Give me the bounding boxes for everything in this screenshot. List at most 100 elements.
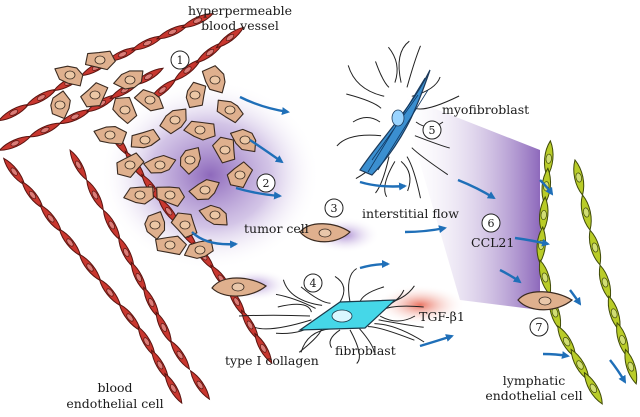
myofibroblast-cell: [336, 40, 460, 199]
tumor-cell: [143, 154, 177, 174]
label-type-i-collagen: type I collagen: [225, 353, 319, 368]
step-circle-6: 6: [481, 213, 501, 233]
flow-arrow: [404, 225, 447, 234]
label-hyperpermeable: hyperpermeable: [188, 3, 292, 18]
tumor-cell: [212, 136, 236, 164]
collagen-fiber: [238, 314, 311, 317]
step-number-2: 2: [263, 177, 270, 190]
collagen-fiber: [275, 293, 316, 309]
myofibroblast-fiber: [352, 117, 381, 123]
tumor-cell: [112, 96, 138, 125]
step-circle-5: 5: [422, 120, 442, 140]
myofibroblast-fiber: [406, 45, 421, 88]
tumor-cell: [179, 147, 201, 175]
collagen-fiber: [359, 328, 375, 353]
lymphatic-endothelial-cell: [624, 348, 638, 385]
myofibroblast-fiber: [406, 156, 421, 199]
blood-endothelial-cell: [78, 253, 102, 282]
blood-endothelial-cell: [0, 135, 32, 151]
tumor-mass: [50, 50, 257, 259]
flow-arrow: [609, 359, 627, 384]
step-circle-7: 7: [529, 317, 549, 337]
label-blood: blood: [97, 380, 132, 395]
blood-endothelial-cell: [58, 228, 82, 257]
blood-endothelial-cell: [189, 369, 211, 401]
lymphatic-endothelial-cell: [539, 195, 549, 235]
label-blood-vessel: blood vessel: [201, 18, 279, 33]
myofibroblast-fiber: [375, 156, 390, 194]
blood-endothelial-cell: [28, 122, 62, 138]
tumor-cell: [170, 212, 198, 239]
myofibroblast-fiber: [384, 161, 396, 198]
flow-arrow: [249, 139, 284, 164]
myofibroblast-fiber: [347, 65, 385, 97]
blood-endothelial-cell: [69, 149, 88, 181]
tumor-cell-lymphatic: [517, 291, 574, 311]
tumor-cell: [188, 179, 220, 201]
blood-endothelial-cell: [155, 311, 172, 344]
flow-arrow: [499, 268, 522, 284]
myofibroblast-fiber: [414, 135, 450, 149]
label-tgf-beta1: TGF-β1: [419, 309, 465, 324]
tgf-glow: [375, 285, 465, 325]
flow-arrow: [569, 289, 582, 306]
lymphatic-vessel: [536, 139, 638, 405]
collagen-fiber: [334, 275, 345, 303]
fibroblast-cell: [298, 299, 397, 331]
flow-arrow: [359, 180, 407, 191]
flow-arrow: [542, 351, 570, 359]
myofibroblast-fiber: [411, 147, 449, 176]
collagen-fiber: [379, 315, 416, 322]
step-number-5: 5: [429, 124, 436, 137]
flow-arrow: [191, 231, 238, 249]
collagen-fiber: [282, 279, 323, 306]
label-ccl21: CCL21: [471, 235, 514, 250]
collagen-fiber: [329, 329, 341, 348]
blood-endothelial-cell: [98, 278, 122, 307]
ccl21-gradient-funnel: [400, 95, 540, 310]
lymphatic-endothelial-cell: [573, 158, 585, 197]
tumor-cell: [159, 108, 187, 135]
flow-arrow: [539, 179, 554, 196]
tumor-cell: [198, 204, 228, 226]
label-fibroblast: fibroblast: [335, 343, 396, 358]
tumor-cell: [116, 152, 145, 178]
flow-arrow: [457, 178, 496, 200]
tumor-cell: [183, 120, 216, 141]
tumor-cell: [80, 82, 109, 108]
myofibroblast-fiber: [346, 93, 382, 109]
flow-arrow: [239, 95, 290, 116]
label-tumor-cell: tumor cell: [244, 221, 309, 236]
blood-endothelial-cell: [180, 13, 215, 29]
blood-endothelial-cell: [164, 372, 183, 405]
myofibroblast-fiber: [414, 95, 460, 110]
collagen-fiber: [349, 329, 360, 364]
myofibroblast-fiber: [336, 134, 382, 147]
label-lymphatic: lymphatic: [503, 373, 565, 388]
lymphatic-endothelial-cell: [543, 139, 554, 178]
label-blood-endothelial-cell: endothelial cell: [66, 396, 163, 411]
lymphatic-endothelial-cell: [580, 193, 592, 232]
step-circle-2: 2: [256, 173, 276, 193]
tumor-cell: [50, 90, 71, 120]
collagen-fiber: [254, 319, 312, 330]
tumor-cell: [144, 211, 166, 240]
collagen-fiber: [367, 326, 415, 341]
collagen-fiber: [277, 303, 312, 313]
blood-endothelial-cell: [169, 339, 191, 371]
step-circle-3: 3: [324, 198, 344, 218]
flow-arrow: [514, 236, 550, 247]
myofibroblast-fiber: [400, 161, 411, 192]
tumor-cell: [229, 128, 257, 153]
collagen-fiber: [374, 323, 425, 343]
blood-endothelial-cell: [215, 26, 245, 49]
myofibroblast-fiber: [375, 61, 390, 88]
step-number-4: 4: [310, 277, 317, 290]
collagen-fiber: [300, 286, 331, 304]
tumor-cell: [201, 65, 226, 94]
step-number-7: 7: [536, 321, 543, 334]
tumor-cell: [155, 235, 187, 256]
lymphatic-endothelial-cell: [598, 264, 612, 301]
